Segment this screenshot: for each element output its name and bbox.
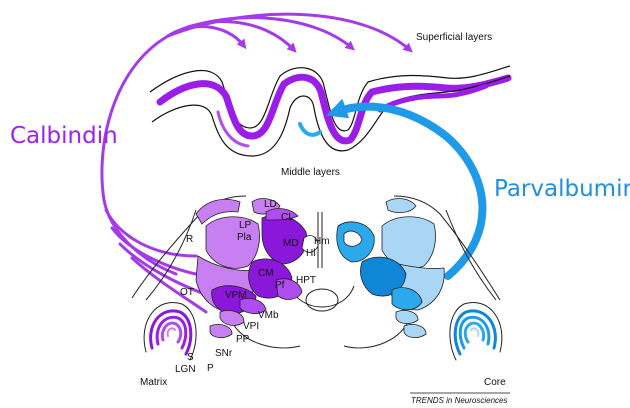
label-vmb: VMb xyxy=(258,310,279,321)
calbindin-label: Calbindin xyxy=(10,123,118,149)
calbindin-arrow-3 xyxy=(168,18,352,48)
core-label: Core xyxy=(484,377,506,388)
nucleus-pp xyxy=(210,324,232,337)
mammillary-body xyxy=(306,289,338,311)
label-ot: OT xyxy=(180,287,194,298)
label-lgn: LGN xyxy=(175,364,196,375)
calbindin-nuclei xyxy=(196,199,318,338)
label-vpm: VPM xyxy=(225,290,247,301)
label-pp: PP xyxy=(236,334,250,345)
nucleus-lp xyxy=(206,217,260,269)
label-hl: Hl xyxy=(306,248,315,259)
label-hm: Hm xyxy=(314,236,330,247)
label-ld: LD xyxy=(264,199,277,210)
superficial-layers-label: Superficial layers xyxy=(416,32,492,43)
label-snr: SNr xyxy=(215,348,233,359)
label-r: R xyxy=(186,234,193,245)
middle-layers-label: Middle layers xyxy=(281,167,340,178)
label-cl: CL xyxy=(281,212,294,223)
label-p: P xyxy=(207,363,214,374)
middle-layer-blue xyxy=(300,124,320,135)
label-pla: Pla xyxy=(237,232,252,243)
parvalbumin-label: Parvalbumin xyxy=(494,176,630,202)
nucleus-r-ld xyxy=(386,199,416,213)
label-md: MD xyxy=(283,238,299,249)
label-lp: LP xyxy=(239,220,252,231)
label-s: S xyxy=(187,352,194,363)
midbrain-right xyxy=(344,322,408,348)
label-pf: Pf xyxy=(275,280,285,291)
right-lgn xyxy=(450,303,502,360)
label-cm: CM xyxy=(258,268,274,279)
journal-credit: TRENDS in Neurosciences xyxy=(411,396,507,405)
nucleus-r-vpi xyxy=(396,310,418,323)
nucleus-r-pp xyxy=(404,324,426,337)
parvalbumin-nuclei xyxy=(337,199,444,338)
label-hpt: HPT xyxy=(296,275,316,286)
matrix-label: Matrix xyxy=(140,377,167,388)
calbindin-descending xyxy=(102,36,176,274)
label-vpi: VPI xyxy=(243,321,259,332)
